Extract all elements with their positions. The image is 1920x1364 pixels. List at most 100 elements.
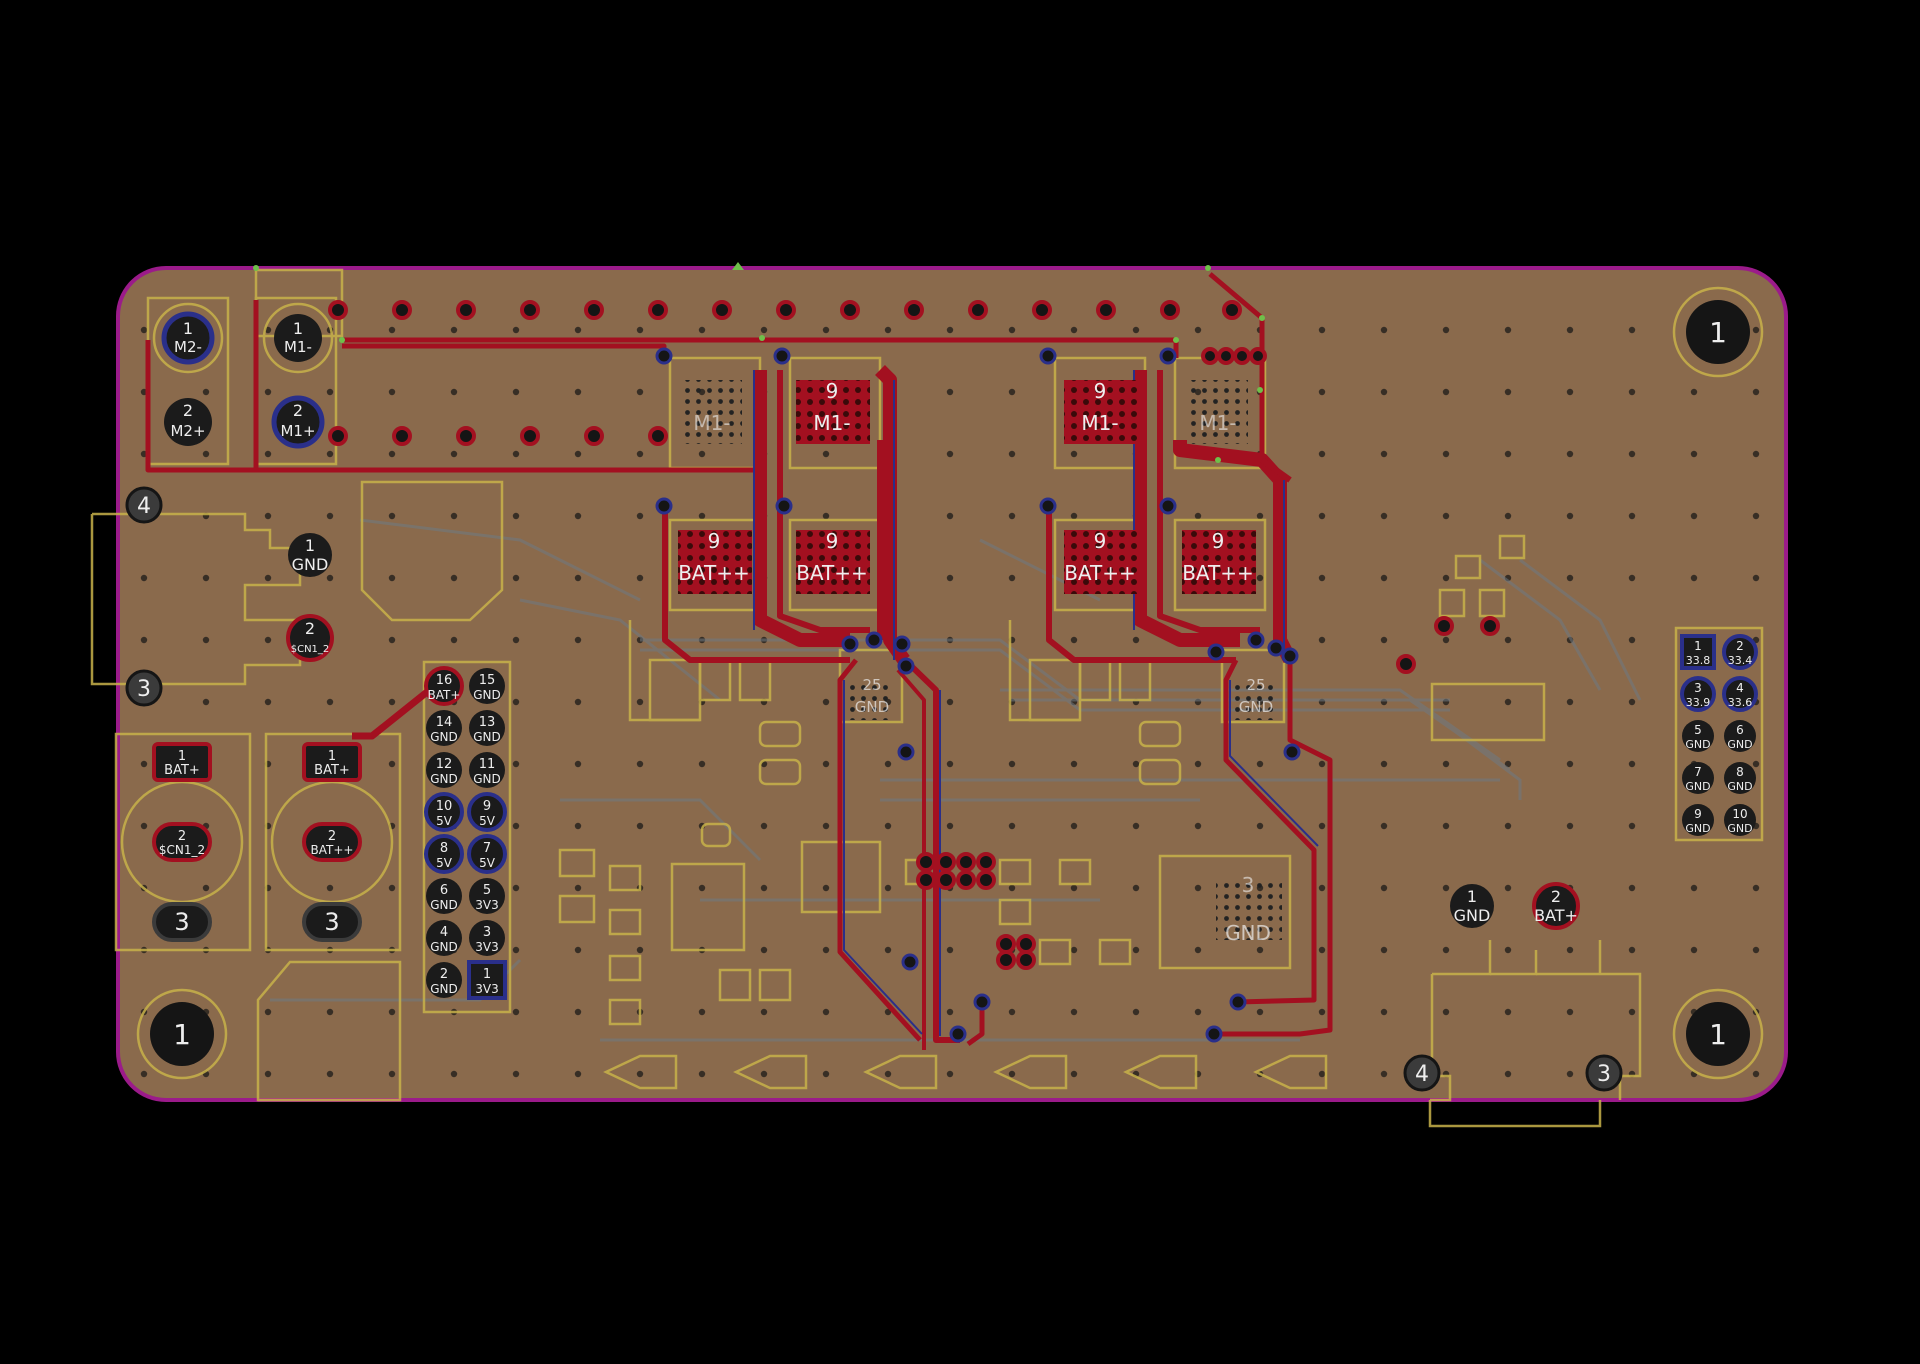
m2-pin1-net: M2-	[174, 338, 202, 356]
header10-pin-4-net: 33.6	[1728, 696, 1753, 709]
top-via-row	[328, 300, 1500, 970]
header16-pin-2-pad[interactable]	[426, 962, 462, 998]
pin-header-10[interactable]: 133.8233.4333.9433.65GND6GND7GND8GND9GND…	[1680, 634, 1758, 836]
header16-pin-4-pad[interactable]	[426, 920, 462, 956]
header10-pin-7-pad[interactable]	[1682, 762, 1714, 794]
back-layer-tracks	[270, 518, 1642, 1042]
bottom-jack-pin3-pad[interactable]	[1585, 1054, 1623, 1092]
header10-pin-10-pad[interactable]	[1724, 804, 1756, 836]
header10-pin-5-num: 5	[1694, 723, 1702, 737]
header16-pin-8-num: 8	[440, 841, 448, 856]
left-jack-pin4-pad[interactable]	[125, 486, 163, 524]
m2-pin2-pad[interactable]	[164, 398, 212, 446]
bottom-jack-pin2-pad[interactable]	[1532, 882, 1580, 930]
bottom-jack-pin2-net: BAT+	[1534, 906, 1578, 925]
header16-pin-14-num: 14	[436, 715, 453, 730]
header10-pin-5-pad[interactable]	[1682, 720, 1714, 752]
mosfet-q2-net: M1-	[813, 411, 850, 435]
header16-pin-16-num: 16	[436, 673, 453, 688]
header10-pin-2-pad[interactable]	[1722, 634, 1758, 670]
bottom-jack-pin1-pad[interactable]	[1450, 884, 1494, 928]
m1-pin1-net: M1-	[284, 338, 312, 356]
header10-pin-4-pad[interactable]	[1722, 676, 1758, 712]
header16-pin-16-pad[interactable]	[424, 666, 464, 706]
left-jack-pin2-net: $CN1_2	[291, 644, 330, 655]
pin-header-16[interactable]: 16BAT+15GND14GND13GND12GND11GND105V95V85…	[424, 666, 507, 1000]
switch-b-pin2-num: 2	[328, 829, 336, 844]
switch-a-pin3-pad[interactable]	[152, 902, 212, 942]
switch-b-pin3-pad[interactable]	[302, 902, 362, 942]
switch-b-pin1-net: BAT+	[314, 763, 350, 778]
m2-pin2-num: 2	[183, 401, 193, 420]
header16-pin-15-pad[interactable]	[469, 668, 505, 704]
header16-pin-5-pad[interactable]	[469, 878, 505, 914]
m1-pin1-pad[interactable]	[274, 314, 322, 362]
silkscreen	[90, 268, 1764, 1128]
header10-pin-1-pad[interactable]	[1680, 634, 1716, 670]
header16-pin-14-pad[interactable]	[426, 710, 462, 746]
header16-pin-10-net: 5V	[436, 814, 453, 828]
header16-pin-2-num: 2	[440, 967, 448, 982]
power-switch-b[interactable]: 1 BAT+ 2 BAT++ 3	[302, 742, 362, 942]
mounting-holes[interactable]: 1 1 1	[150, 300, 1750, 1066]
mosfet-labels: 9 M1- 9 M1- M1- M1- 9 BAT++ 9 BAT++ 9 BA…	[678, 379, 1273, 945]
header16-pin-3-pad[interactable]	[469, 920, 505, 956]
bottom-power-jack[interactable]: 1 GND 2 BAT+ 4 3	[1403, 882, 1623, 1092]
left-jack-pin2-pad[interactable]	[286, 614, 334, 662]
header10-pin-3-pad[interactable]	[1680, 676, 1716, 712]
m1-connector[interactable]: 1 M1- 2 M1+	[271, 314, 325, 449]
header16-pin-7-pad[interactable]	[467, 834, 507, 874]
switch-b-pin1-pad[interactable]	[302, 742, 362, 782]
header16-pin-5-num: 5	[483, 883, 491, 898]
m2-connector[interactable]: 1 M2- 2 M2+	[161, 311, 215, 446]
header16-pin-8-net: 5V	[436, 856, 453, 870]
switch-b-pin2-pad[interactable]	[302, 822, 362, 862]
header10-pin-9-pad[interactable]	[1682, 804, 1714, 836]
mount-hole-bottom-left[interactable]	[150, 1002, 214, 1066]
header10-pin-8-pad[interactable]	[1724, 762, 1756, 794]
header16-pin-9-pad[interactable]	[467, 792, 507, 832]
header16-pin-15-num: 15	[479, 673, 496, 688]
header16-pin-11-pad[interactable]	[469, 752, 505, 788]
header16-pin-1-pad[interactable]	[467, 960, 507, 1000]
m1-pin2-pad[interactable]	[271, 395, 325, 449]
header16-pin-12-pad[interactable]	[426, 752, 462, 788]
header16-pin-5-net: 3V3	[475, 898, 498, 912]
header10-pin-9-num: 9	[1694, 807, 1702, 821]
header16-pin-3-num: 3	[483, 925, 491, 940]
mount-hole-bottom-left-label: 1	[173, 1018, 191, 1051]
mosfet-q7-pad: 9	[1094, 529, 1107, 553]
header10-pin-6-pad[interactable]	[1724, 720, 1756, 752]
switch-a-pin1-pad[interactable]	[152, 742, 212, 782]
header16-pin-8-pad[interactable]	[424, 834, 464, 874]
header16-pin-9-net: 5V	[479, 814, 496, 828]
header10-pin-6-num: 6	[1736, 723, 1744, 737]
mosfet-q3-pad: 9	[708, 529, 721, 553]
bottom-jack-pin4-pad[interactable]	[1403, 1054, 1441, 1092]
m1-pin1-num: 1	[293, 319, 303, 338]
left-jack-pin1-pad[interactable]	[288, 533, 332, 577]
driver-1-net: GND	[855, 698, 889, 716]
mosfet-q7-net: BAT++	[1064, 561, 1136, 585]
driver-1-pad: 25	[862, 676, 881, 694]
switch-a-pin3-num: 3	[174, 908, 189, 936]
header16-pin-13-pad[interactable]	[469, 710, 505, 746]
m2-pin1-pad[interactable]	[161, 311, 215, 365]
header16-pin-6-pad[interactable]	[426, 878, 462, 914]
power-switch-a[interactable]: 1 BAT+ 2 $CN1_2 3	[152, 742, 212, 942]
header10-pin-7-net: GND	[1685, 780, 1710, 793]
left-power-jack[interactable]: 4 3 1 GND 2 $CN1_2	[125, 486, 334, 707]
header16-pin-10-pad[interactable]	[424, 792, 464, 832]
header16-pin-14-net: GND	[430, 730, 458, 744]
left-jack-pin3-pad[interactable]	[125, 669, 163, 707]
bottom-jack-pin1-num: 1	[1467, 887, 1477, 906]
mount-hole-top-right[interactable]	[1686, 300, 1750, 364]
mosfet-pads	[678, 380, 1282, 940]
mount-hole-bottom-right[interactable]	[1686, 1002, 1750, 1066]
regulator-pad: 3	[1242, 873, 1255, 897]
left-jack-pin3-num: 3	[137, 677, 151, 702]
switch-a-pin2-pad[interactable]	[152, 822, 212, 862]
header10-pin-2-num: 2	[1736, 639, 1744, 653]
